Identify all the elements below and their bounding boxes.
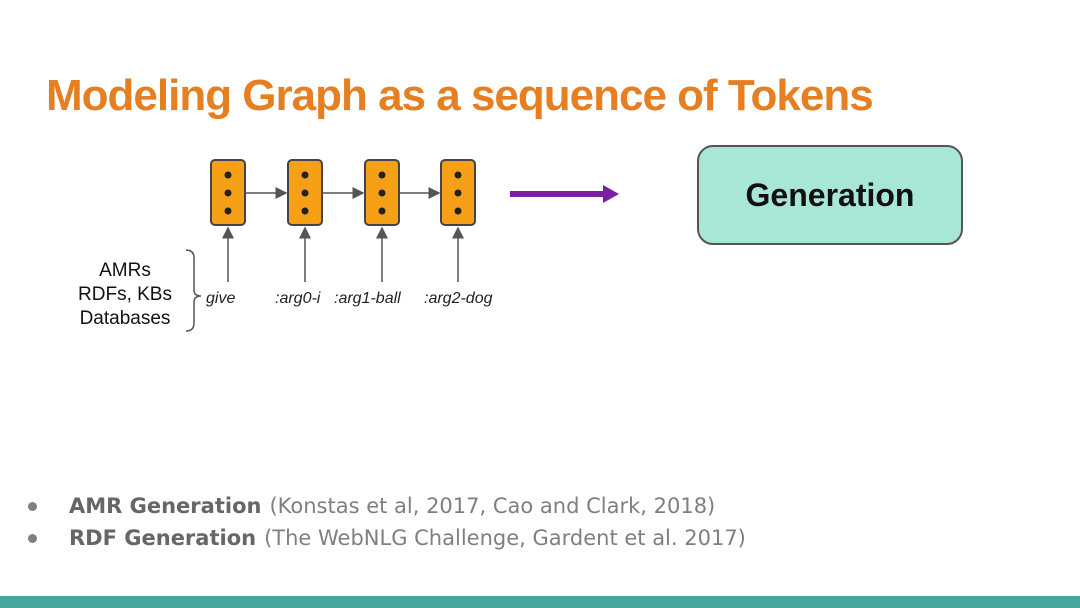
rnn-cell-1 bbox=[210, 159, 246, 226]
source-brace bbox=[185, 249, 202, 332]
source-label-3: Databases bbox=[80, 308, 171, 329]
token-label-4: :arg2-dog bbox=[424, 290, 493, 307]
output-arrow bbox=[510, 185, 619, 203]
generation-box: Generation bbox=[697, 145, 963, 245]
bullet-text: (Konstas et al, 2017, Cao and Clark, 201… bbox=[269, 494, 716, 518]
generation-label: Generation bbox=[745, 176, 915, 213]
bullet-item-amr: AMR Generation (Konstas et al, 2017, Cao… bbox=[24, 490, 746, 522]
rnn-cell-4 bbox=[440, 159, 476, 226]
token-label-1: give bbox=[206, 290, 235, 307]
bullet-dot bbox=[28, 501, 37, 511]
bullet-list: AMR Generation (Konstas et al, 2017, Cao… bbox=[24, 490, 746, 554]
rnn-cell-3 bbox=[364, 159, 400, 226]
token-label-3: :arg1-ball bbox=[334, 290, 401, 307]
source-label-2: RDFs, KBs bbox=[78, 284, 172, 305]
slide-title: Modeling Graph as a sequence of Tokens bbox=[46, 71, 874, 120]
source-label-1: AMRs bbox=[99, 260, 151, 281]
token-label-2: :arg0-i bbox=[275, 290, 321, 307]
bullet-text: (The WebNLG Challenge, Gardent et al. 20… bbox=[264, 526, 746, 550]
bullet-heading: RDF Generation bbox=[69, 526, 257, 550]
bullet-item-rdf: RDF Generation (The WebNLG Challenge, Ga… bbox=[24, 522, 746, 554]
bottom-accent-bar bbox=[0, 596, 1080, 608]
bullet-heading: AMR Generation bbox=[69, 494, 262, 518]
rnn-cell-2 bbox=[287, 159, 323, 226]
bullet-dot bbox=[28, 533, 37, 543]
